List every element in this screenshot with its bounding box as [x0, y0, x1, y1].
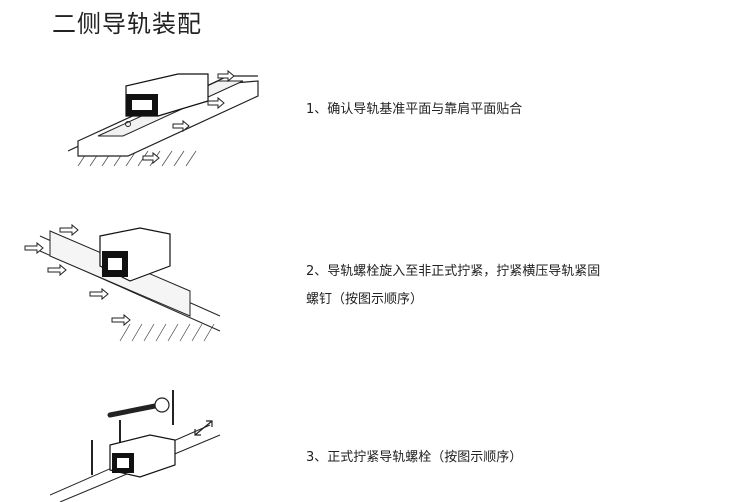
rail-block-shoulder-alignment-icon [68, 69, 259, 167]
rail-bolt-final-tightening-icon [50, 390, 221, 502]
step-3-line-1: 3、正式拧紧导轨螺栓（按图示顺序） [306, 450, 523, 465]
page-title: 二侧导轨装配 [52, 10, 202, 38]
step-1-text: 1、确认导轨基准平面与靠肩平面贴合 [306, 96, 522, 124]
rail-bolt-preliminary-tightening-icon [24, 223, 221, 342]
step-2-text: 2、导轨螺栓旋入至非正式拧紧，拧紧横压导轨紧固 螺钉（按图示顺序） [306, 258, 600, 314]
step-1-line-1: 1、确认导轨基准平面与靠肩平面贴合 [306, 102, 523, 117]
step-1-illustration [68, 56, 268, 176]
step-2-illustration [20, 206, 230, 346]
step-3-illustration [50, 385, 240, 502]
step-2-line-2: 螺钉（按图示顺序） [306, 292, 424, 307]
step-2-line-1: 2、导轨螺栓旋入至非正式拧紧，拧紧横压导轨紧固 [306, 264, 601, 279]
step-3-text: 3、正式拧紧导轨螺栓（按图示顺序） [306, 444, 522, 472]
